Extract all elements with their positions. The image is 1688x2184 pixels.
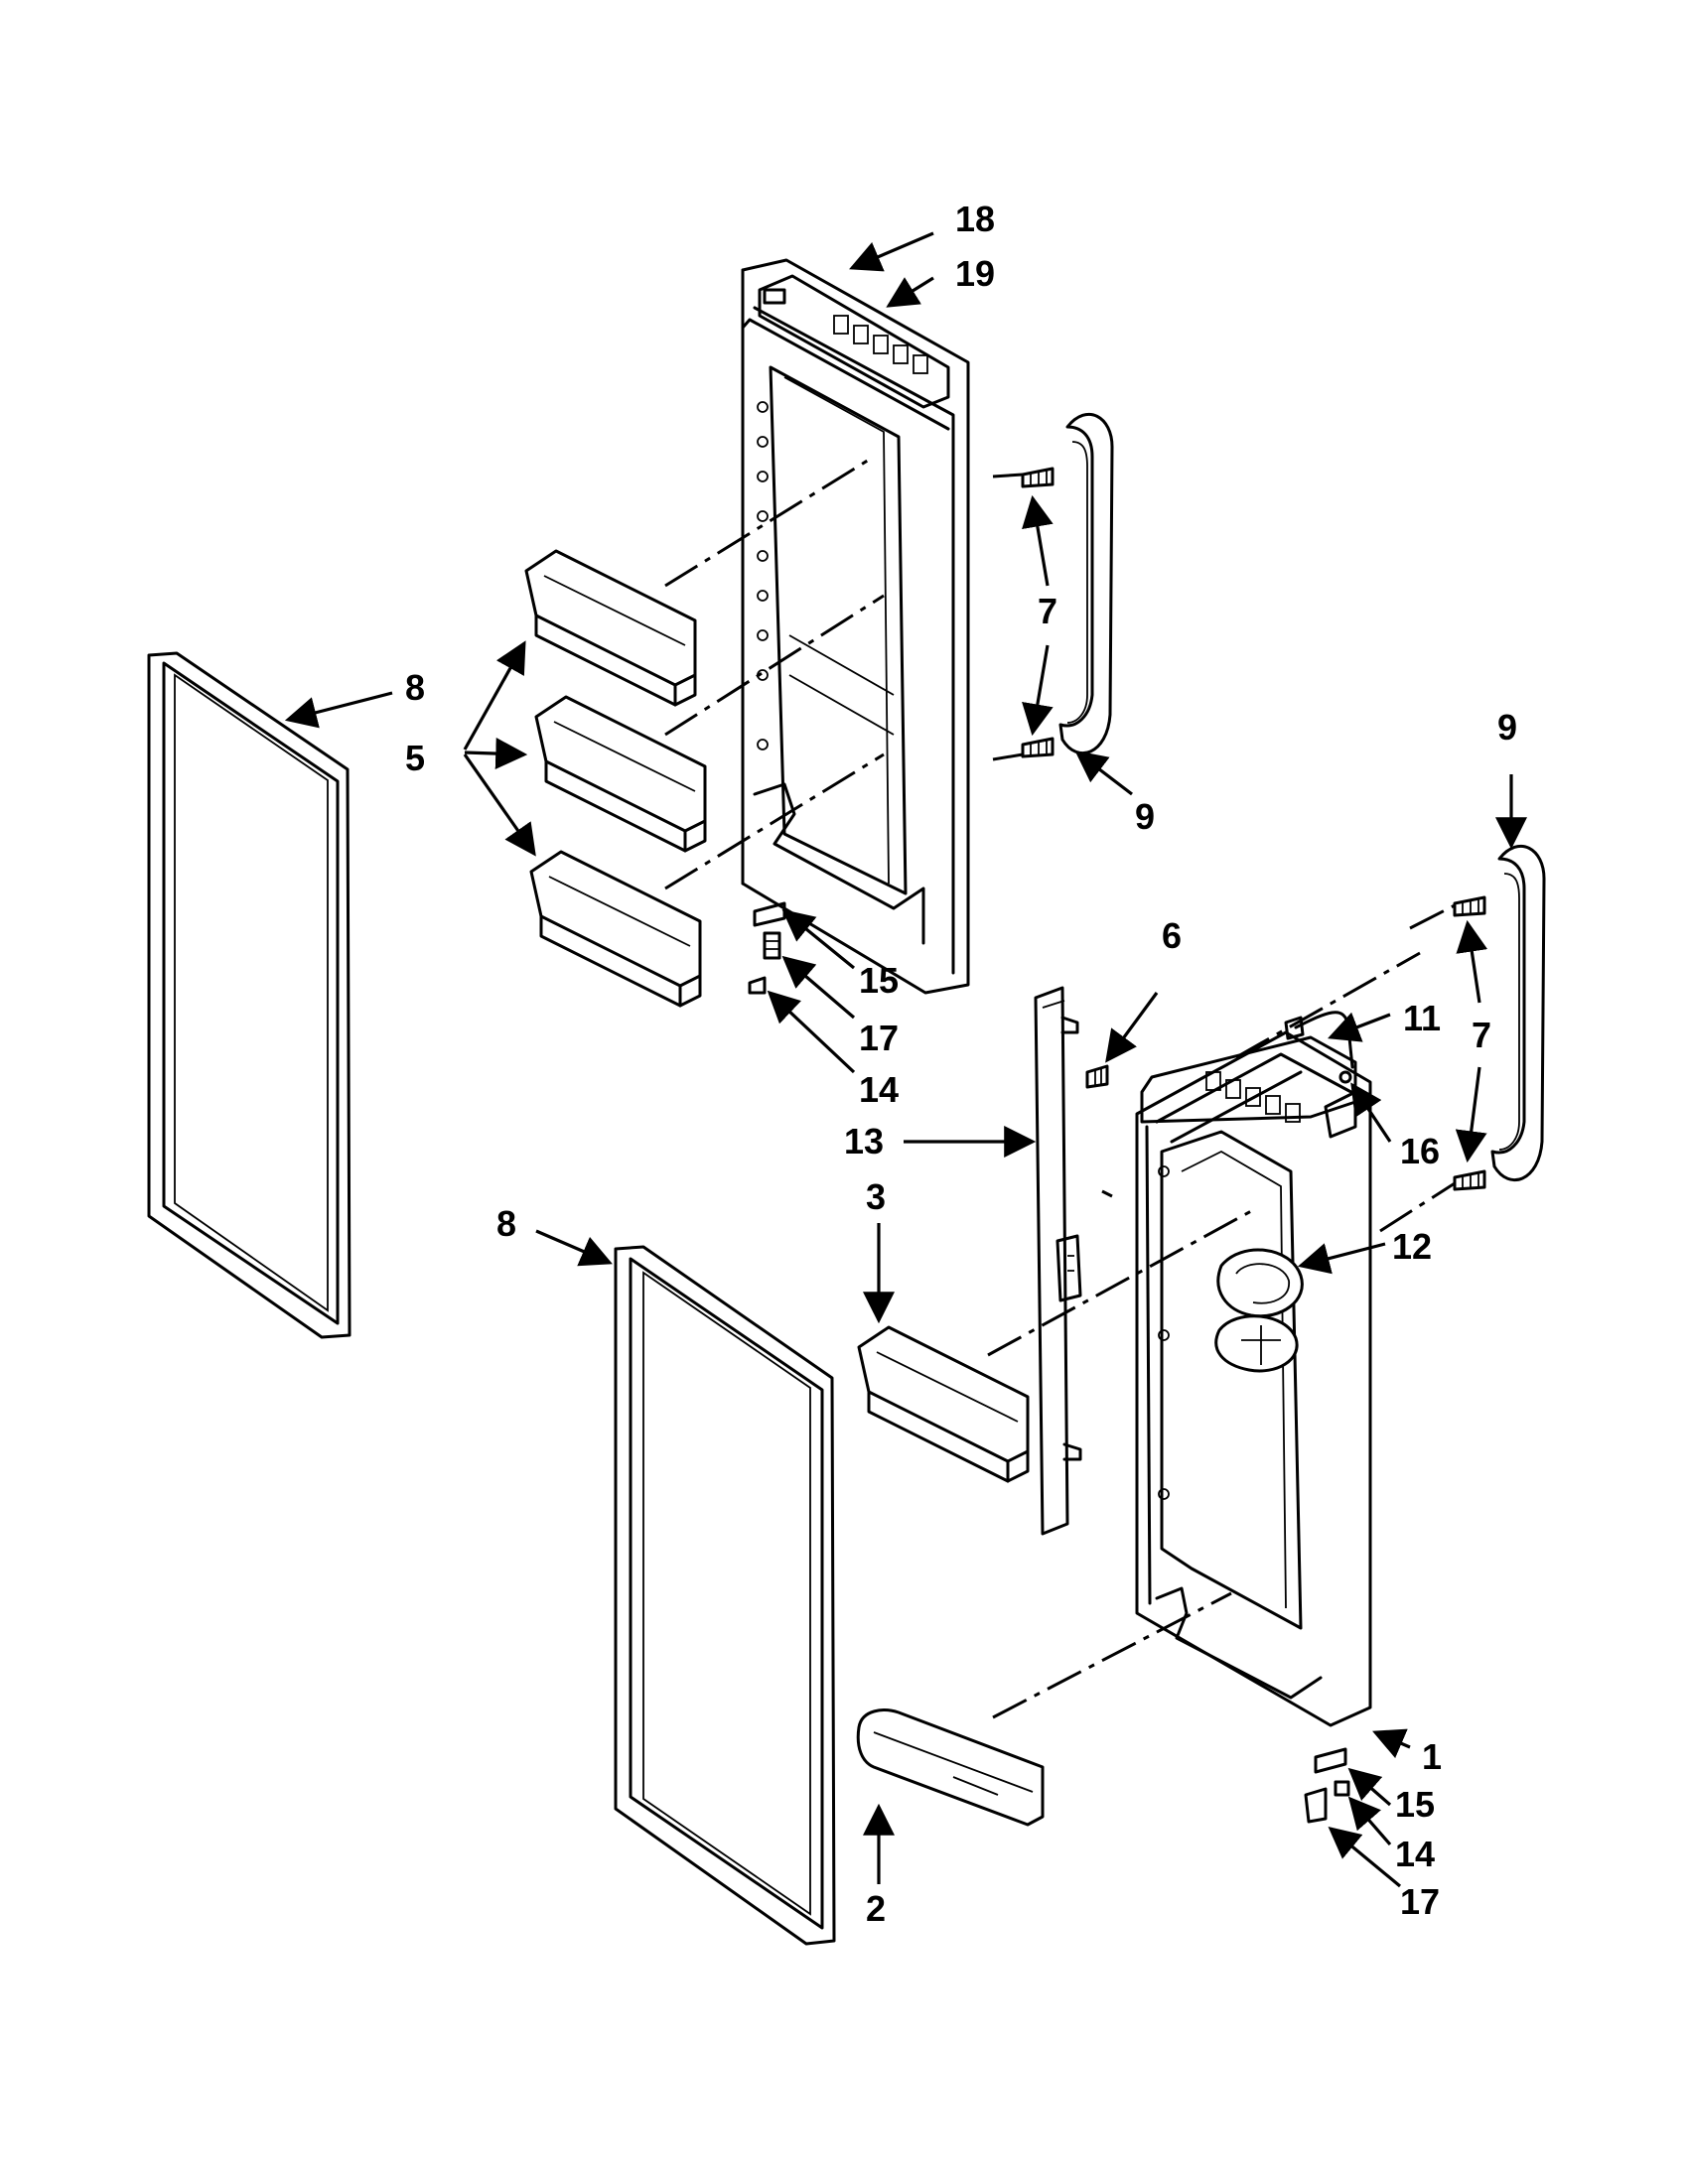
- tube-fitting: [1338, 1070, 1352, 1084]
- alignment-line-bin-right: [987, 1209, 1252, 1357]
- leader-11: [1328, 1012, 1391, 1042]
- leader-19: [886, 276, 934, 308]
- leader-18: [849, 231, 934, 272]
- callout-1: 1: [1422, 1736, 1442, 1777]
- door-bin-1: [524, 549, 697, 707]
- door-bin-3: [529, 850, 702, 1008]
- callout-19: 19: [955, 253, 995, 294]
- hinge-screw: [1085, 1064, 1109, 1089]
- callout-9-right: 9: [1497, 707, 1517, 748]
- leader-5a: [463, 640, 526, 751]
- alignment-line-bin-1: [664, 455, 875, 588]
- callout-12: 12: [1392, 1226, 1432, 1267]
- leader-16: [1350, 1082, 1392, 1143]
- door-gasket-lower: [614, 1245, 836, 1946]
- left-door-liner: [741, 258, 970, 995]
- alignment-line-handle-upper-2: [992, 752, 1024, 761]
- door-handle-lower: [1490, 845, 1546, 1182]
- leader-5c: [463, 753, 536, 857]
- leader-arrows: [284, 231, 1527, 1888]
- callout-7-lower: 7: [1472, 1015, 1491, 1055]
- callout-8-lower: 8: [496, 1203, 516, 1244]
- leader-7b-down: [1455, 1066, 1487, 1163]
- lower-guard: [856, 1708, 1045, 1827]
- callout-5: 5: [405, 738, 425, 778]
- callout-8-upper: 8: [405, 667, 425, 708]
- handle-screw-lower-2: [1453, 1169, 1486, 1191]
- door-bin-right: [857, 1325, 1030, 1483]
- leader-7a-down: [1022, 644, 1054, 737]
- leader-5b: [464, 738, 528, 770]
- leader-15a: [781, 908, 856, 970]
- leader-8b: [535, 1229, 613, 1267]
- leader-17a: [781, 955, 856, 1020]
- leader-12: [1297, 1242, 1386, 1275]
- leader-6: [1105, 992, 1159, 1063]
- alignment-line-bin-3: [664, 752, 885, 890]
- callout-14-lower: 14: [1395, 1834, 1435, 1874]
- door-handle-upper: [1058, 413, 1114, 755]
- callout-18: 18: [955, 199, 995, 239]
- handle-screw-upper-2: [1021, 737, 1055, 758]
- callout-9-upper: 9: [1135, 796, 1155, 837]
- alignment-line-handle-lower-2: [1379, 1181, 1456, 1233]
- leader-7a-up: [1022, 494, 1054, 587]
- alignment-line-handle-lower-1: [1409, 903, 1456, 930]
- callout-17-upper: 17: [859, 1018, 899, 1058]
- leader-8a: [284, 691, 393, 729]
- handle-screw-lower-1: [1453, 895, 1486, 917]
- alignment-line-bin-2: [664, 594, 885, 737]
- callout-16: 16: [1400, 1131, 1440, 1171]
- right-door-liner: [1135, 1030, 1372, 1727]
- alignment-line-handle-upper-1: [992, 473, 1024, 478]
- handle-screw-upper-1: [1021, 467, 1055, 488]
- door-strip: [1034, 986, 1082, 1536]
- hinge-parts-lower: [1304, 1747, 1350, 1824]
- callout-7-upper: 7: [1038, 591, 1057, 631]
- callout-6: 6: [1162, 915, 1182, 956]
- alignment-line-gusset: [1101, 1189, 1113, 1198]
- leader-17b: [1328, 1826, 1402, 1888]
- callout-3: 3: [866, 1176, 886, 1217]
- callout-15-upper: 15: [859, 960, 899, 1001]
- callout-13: 13: [844, 1121, 884, 1161]
- alignment-line-top-right: [1235, 951, 1421, 1059]
- hinge-parts-upper: [748, 901, 786, 995]
- callout-2: 2: [866, 1888, 886, 1929]
- leader-15b: [1347, 1767, 1392, 1807]
- leader-14b: [1347, 1796, 1392, 1846]
- door-gasket-upper: [147, 651, 352, 1339]
- callout-15-lower: 15: [1395, 1784, 1435, 1825]
- callout-11: 11: [1403, 998, 1441, 1038]
- door-bin-2: [534, 695, 707, 853]
- leader-7b-up: [1456, 919, 1488, 1004]
- alignment-line-lower-guard: [992, 1591, 1232, 1719]
- leader-14a: [767, 990, 856, 1074]
- callout-labels: 18 19 8 5 7 9 9 6 11 7 15 17 14 13 16 3 …: [405, 199, 1517, 1929]
- leader-1: [1372, 1728, 1411, 1759]
- callout-17-lower: 17: [1400, 1881, 1440, 1922]
- callout-14-upper: 14: [859, 1069, 899, 1110]
- leader-9a: [1074, 751, 1133, 796]
